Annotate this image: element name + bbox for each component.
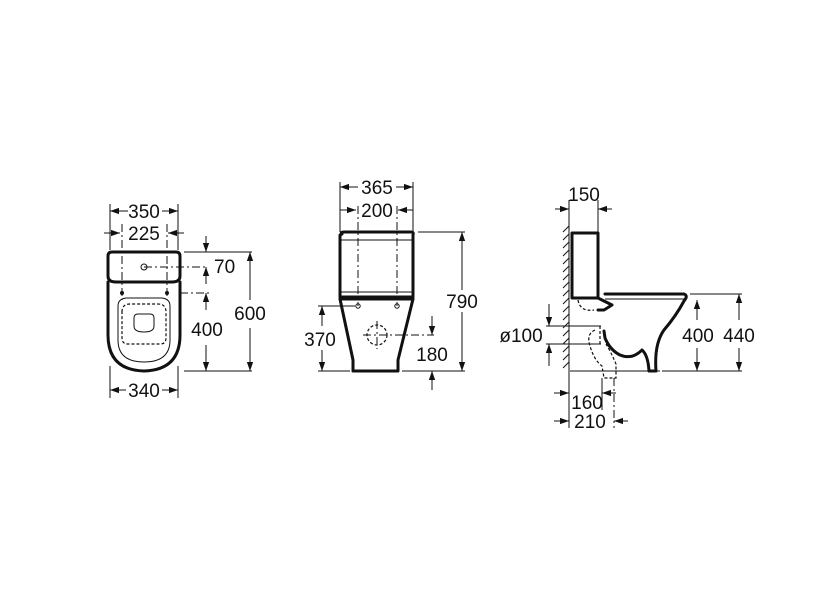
- dim-top-340: 340: [128, 381, 160, 402]
- top-view: 350 225 70 400 600: [104, 202, 266, 402]
- dim-front-370: 370: [304, 330, 336, 351]
- side-view: 150 ø100 160 210 400 440: [499, 185, 755, 433]
- dim-side-outlet-diameter: ø100: [499, 326, 542, 347]
- dim-front-200: 200: [361, 201, 393, 222]
- dim-front-790: 790: [446, 292, 478, 313]
- dim-top-fixing-spacing: 225: [128, 224, 160, 245]
- dim-top-width: 350: [128, 202, 160, 223]
- dim-front-180: 180: [416, 345, 448, 366]
- front-view: 365 200 370 180 790: [304, 178, 478, 390]
- dim-top-70: 70: [214, 257, 235, 278]
- dim-side-150: 150: [568, 185, 600, 206]
- dim-top-400: 400: [191, 320, 223, 341]
- dim-side-400: 400: [682, 326, 714, 347]
- dim-side-160: 160: [571, 393, 603, 414]
- dim-top-600: 600: [234, 304, 266, 325]
- dim-front-365: 365: [361, 178, 393, 199]
- dim-side-440: 440: [723, 326, 755, 347]
- dim-side-210: 210: [574, 412, 606, 433]
